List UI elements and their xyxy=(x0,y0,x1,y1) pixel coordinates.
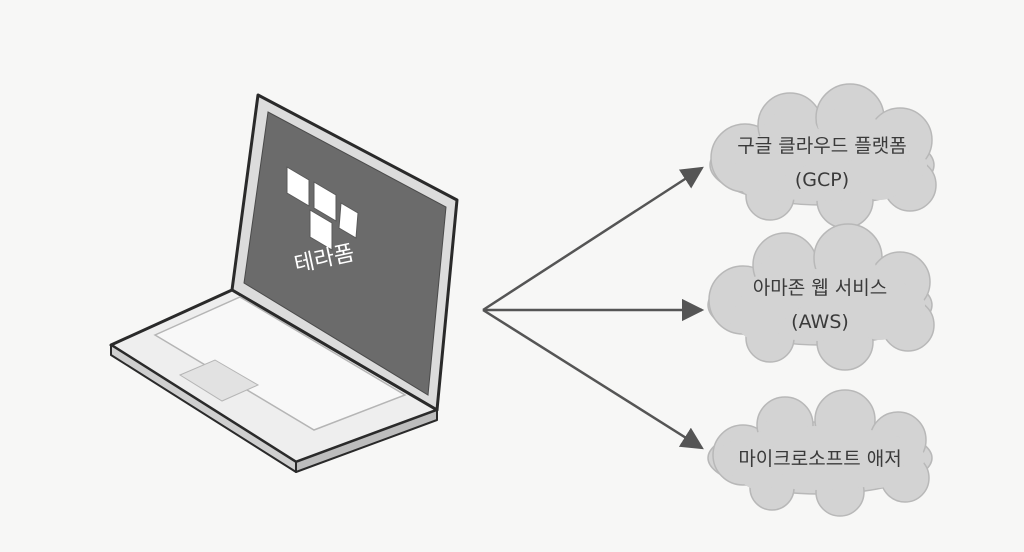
cloud-aws xyxy=(707,223,935,371)
cloud-azure xyxy=(707,389,933,517)
cloud-gcp xyxy=(709,83,937,229)
laptop-keyboard xyxy=(153,296,407,431)
laptop-base-edge-right xyxy=(295,409,438,473)
laptop: 테라폼 xyxy=(109,93,459,473)
cloud-gcp-label-line1: 구글 클라우드 플랫폼 xyxy=(737,135,906,157)
arrow-to-azure xyxy=(482,308,704,450)
cloud-aws-label-line1: 아마존 웹 서비스 xyxy=(753,277,887,299)
connectors xyxy=(482,166,705,450)
cloud-gcp-label-line2: (GCP) xyxy=(795,169,849,191)
arrow-to-gcp xyxy=(482,166,704,312)
cloud-azure-label-line1: 마이크로소프트 애저 xyxy=(738,448,901,470)
laptop-touchpad xyxy=(178,359,260,402)
terraform-logo-icon xyxy=(286,166,359,251)
cloud-aws-label-line2: (AWS) xyxy=(791,311,849,333)
